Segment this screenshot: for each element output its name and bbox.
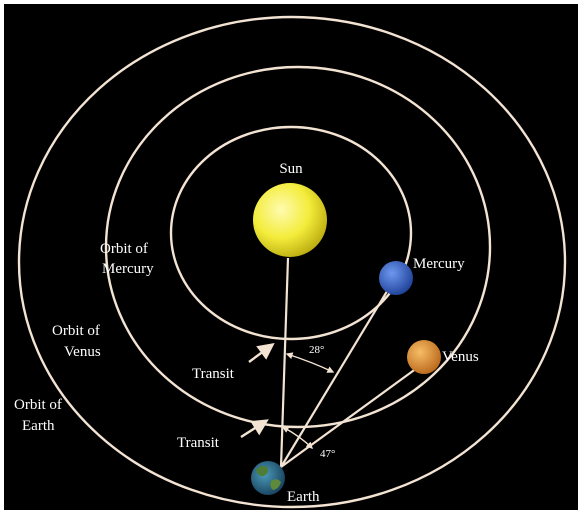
venus-label: Venus bbox=[442, 349, 479, 365]
orbit-earth-label-line1: Orbit of bbox=[14, 397, 62, 413]
angle-venus-label: 47° bbox=[320, 448, 335, 460]
transit-venus-label: Transit bbox=[177, 435, 220, 451]
mercury-label: Mercury bbox=[413, 256, 465, 272]
venus-icon bbox=[407, 340, 441, 374]
earth-label: Earth bbox=[287, 489, 320, 505]
mercury-icon bbox=[379, 261, 413, 295]
transit-arrow-icon bbox=[248, 343, 275, 363]
orbit-earth bbox=[17, 15, 567, 509]
orbit-mercury-label-line1: Orbit of bbox=[100, 241, 148, 257]
angle-arc-venus bbox=[281, 426, 313, 449]
sun-icon bbox=[253, 183, 327, 257]
line-earth-venus bbox=[280, 367, 418, 468]
angle-mercury-label: 28° bbox=[309, 344, 324, 356]
sun-label: Sun bbox=[279, 161, 303, 177]
background bbox=[4, 4, 578, 510]
orbit-earth-label-line2: Earth bbox=[22, 418, 55, 434]
orbit-mercury-label-line2: Mercury bbox=[102, 261, 154, 277]
earth-icon bbox=[251, 461, 285, 495]
transit-arrow-icon bbox=[240, 419, 269, 439]
orbit-venus-label-line1: Orbit of bbox=[52, 323, 100, 339]
orbit-venus-label-line2: Venus bbox=[64, 344, 101, 360]
transit-mercury-label: Transit bbox=[192, 366, 235, 382]
orbit-mercury bbox=[169, 125, 413, 341]
angle-arc-mercury bbox=[285, 352, 335, 373]
